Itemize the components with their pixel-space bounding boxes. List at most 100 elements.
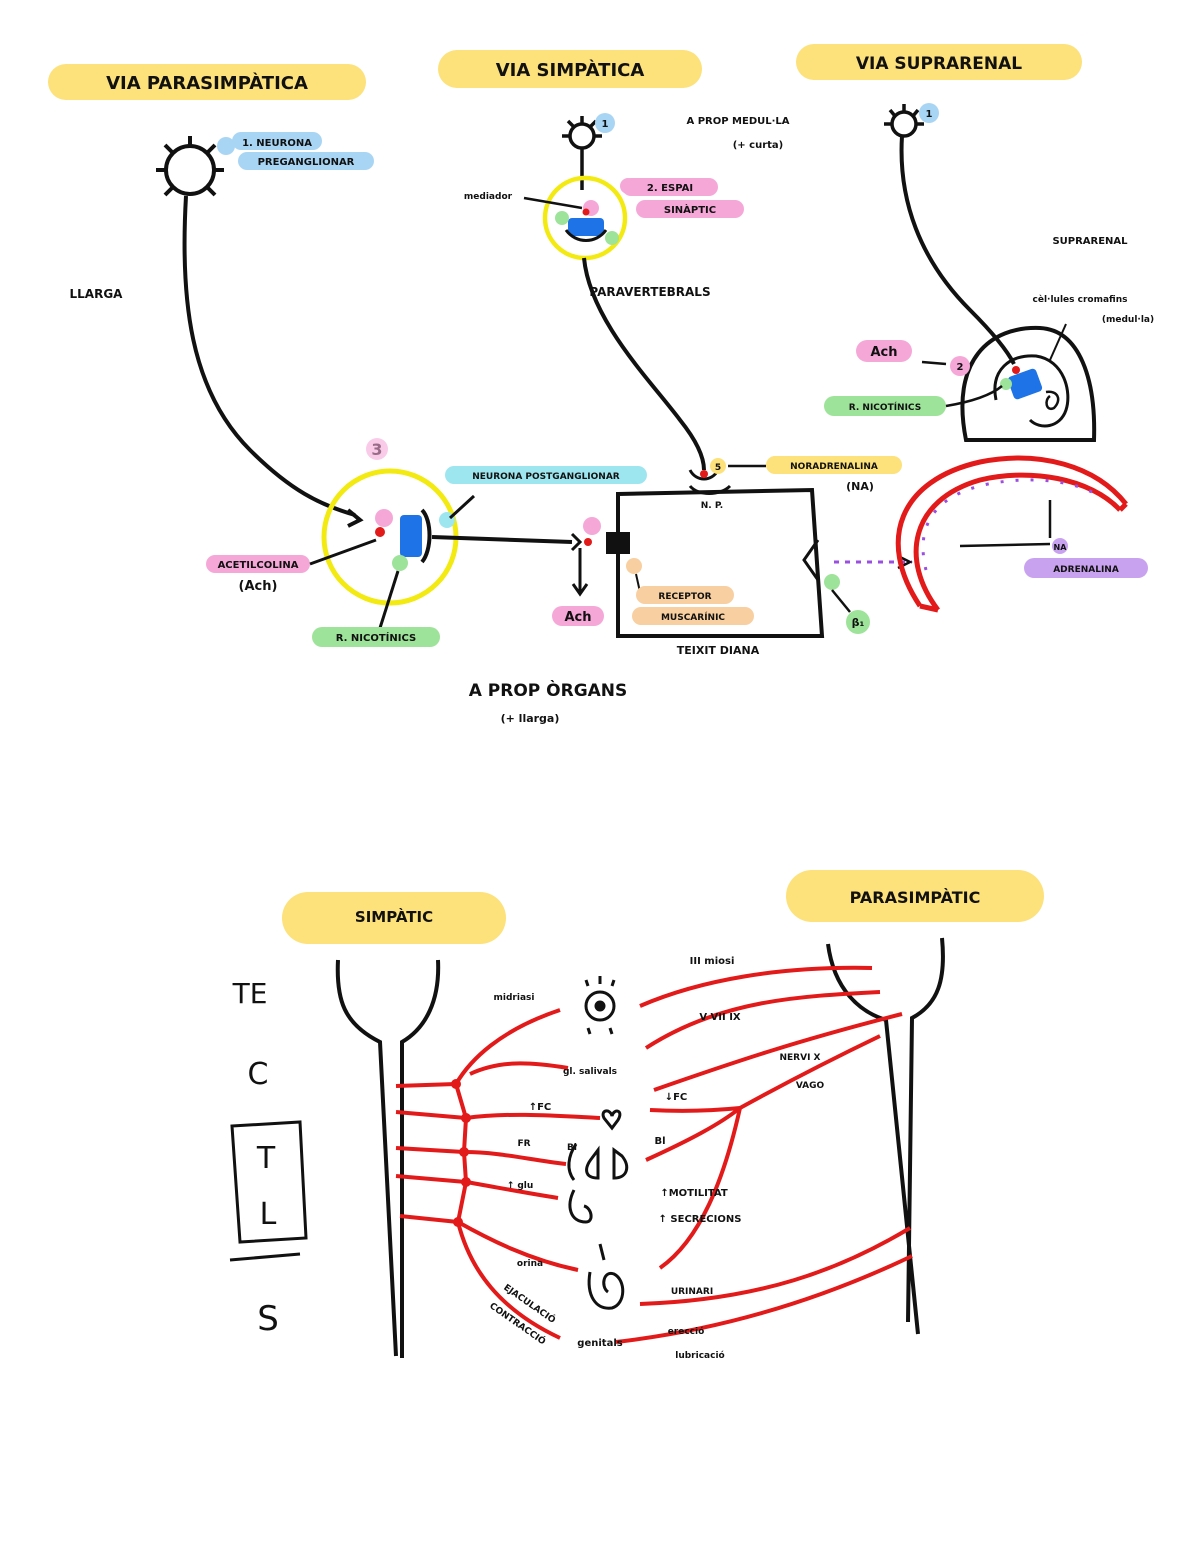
svg-text:NA: NA: [1054, 543, 1068, 552]
level-te: TE: [232, 977, 268, 1010]
label-fc-down: ↓FC: [665, 1092, 688, 1103]
svg-text:R. NICOTÍNICS: R. NICOTÍNICS: [849, 401, 921, 413]
svg-text:2: 2: [957, 362, 964, 373]
svg-text:Bl: Bl: [654, 1136, 665, 1147]
axon-suprarenal: [899, 135, 1016, 365]
label-np: N. P.: [701, 501, 723, 511]
label-noradrenalina: NORADRENALINA (NA): [728, 456, 902, 493]
label-beta1: β₁: [846, 610, 870, 634]
level-t: T: [256, 1141, 276, 1176]
spinal-cord-left: [335, 959, 441, 1358]
ganglion-sympathetic: [542, 175, 628, 261]
svg-text:SINÀPTIC: SINÀPTIC: [664, 203, 716, 216]
label-bl: Bl: [567, 1143, 577, 1153]
label-adrenalina: NA ADRENALINA: [959, 500, 1148, 578]
label-midriasi: midriasi: [494, 993, 535, 1003]
eye-icon: [584, 976, 616, 1035]
svg-text:ADRENALINA: ADRENALINA: [1053, 565, 1119, 575]
svg-text:2. ESPAI: 2. ESPAI: [647, 183, 693, 194]
svg-text:PREGANGLIONAR: PREGANGLIONAR: [258, 157, 355, 168]
svg-text:VAGO: VAGO: [796, 1081, 825, 1091]
heart-icon: [601, 1109, 622, 1131]
svg-text:MUSCARÍNIC: MUSCARÍNIC: [661, 611, 725, 623]
svg-text:(Ach): (Ach): [239, 579, 278, 594]
svg-text:5: 5: [715, 463, 721, 473]
label-nervi-x: NERVI X: [780, 1053, 821, 1063]
label-gl-salivals: gl. salivals: [563, 1067, 617, 1077]
label-prop-medula: A PROP MEDUL·LA: [686, 116, 789, 127]
label-vii-ix: V VII IX: [699, 1012, 741, 1023]
title-pill-parasimpatic: PARASIMPÀTIC: [786, 870, 1044, 922]
label-suprarenal: SUPRARENAL: [1052, 236, 1128, 247]
title-pill-parasimpatica: VIA PARASIMPÀTICA: [48, 64, 366, 100]
level-l: L: [260, 1197, 277, 1232]
label-motilitat: ↑MOTILITAT: [660, 1188, 727, 1199]
label-ach-suprarenal: Ach 2: [856, 340, 970, 376]
label-urinari: URINARI: [671, 1287, 713, 1297]
label-genitals: genitals: [577, 1338, 622, 1349]
title-simpatic: SIMPÀTIC: [355, 907, 433, 926]
svg-text:1: 1: [926, 109, 933, 120]
neuron-soma-parasympathetic: [156, 136, 224, 197]
label-paravertebrals: PARAVERTEBRALS: [589, 285, 710, 299]
ganglia-dots: [451, 1079, 471, 1227]
axon-postganglionic-short: [431, 535, 573, 544]
svg-text:(NA): (NA): [846, 480, 874, 493]
bracket-thoracolumbar: [230, 1120, 308, 1244]
label-fc-up: ↑FC: [529, 1102, 552, 1113]
svg-text:NEURONA POSTGANGLIONAR: NEURONA POSTGANGLIONAR: [472, 472, 620, 482]
title-pill-simpatica: VIA SIMPÀTICA: [438, 50, 702, 88]
axon-preganglionic-long: [182, 195, 356, 517]
label-cellules-cromafins: cèl·lules cromafins: [1033, 294, 1128, 305]
level-s: S: [257, 1299, 279, 1339]
level-c: C: [248, 1057, 269, 1092]
svg-text:ACETILCOLINA: ACETILCOLINA: [218, 560, 299, 571]
label-r-nicotinics: R. NICOTÍNICS: [312, 570, 440, 647]
label-ereccio: erecció: [668, 1326, 705, 1337]
label-lubricacio: lubricació: [675, 1350, 724, 1361]
target-tissue: [606, 487, 825, 638]
ganglion-parasympathetic: [321, 468, 459, 606]
svg-text:(+ llarga): (+ llarga): [501, 712, 560, 725]
label-fr: FR: [517, 1139, 530, 1149]
parasympathetic-nerves: [615, 965, 913, 1344]
label-teixit-diana: TEIXIT DIANA: [677, 644, 760, 657]
svg-text:Ach: Ach: [564, 610, 591, 625]
svg-text:(+ curta): (+ curta): [733, 140, 784, 151]
svg-text:β₁: β₁: [852, 616, 865, 629]
label-mediador: mediador: [464, 192, 583, 210]
title-via-simpatica: VIA SIMPÀTICA: [496, 59, 645, 81]
label-glucosa: ↑ glu: [507, 1181, 534, 1191]
intestine-icon: [587, 1243, 625, 1310]
svg-text:Ach: Ach: [870, 345, 897, 360]
stomach-icon: [568, 1189, 593, 1224]
label-ach-released: Ach: [552, 606, 604, 626]
title-via-suprarenal: VIA SUPRARENAL: [856, 54, 1022, 74]
svg-text:(medul·la): (medul·la): [1102, 315, 1154, 325]
svg-text:mediador: mediador: [464, 192, 513, 202]
receptor-nicotinic: [400, 515, 422, 557]
label-iii-miosi: III miosi: [690, 956, 735, 967]
svg-text:1. NEURONA: 1. NEURONA: [242, 138, 312, 149]
label-prop-organs: A PROP ÒRGANS: [469, 679, 628, 701]
title-via-parasimpatica: VIA PARASIMPÀTICA: [106, 72, 308, 94]
neuron-soma-suprarenal: [884, 104, 924, 138]
label-acetilcolina: ACETILCOLINA (Ach): [206, 538, 377, 594]
svg-text:NORADRENALINA: NORADRENALINA: [790, 462, 878, 472]
lungs-icon: [567, 1143, 629, 1181]
label-neurona-preganglionar: 1. NEURONA PREGANGLIONAR: [217, 132, 374, 170]
title-pill-suprarenal: VIA SUPRARENAL: [796, 44, 1082, 80]
label-secrecions: ↑ SECRECIONS: [659, 1214, 742, 1225]
blood-vessel: [895, 455, 1128, 613]
label-receptor-muscarinic: RECEPTOR MUSCARÍNIC: [632, 573, 754, 625]
axon-sympathetic-postganglionic: [582, 257, 706, 471]
title-parasimpatic: PARASIMPÀTIC: [850, 888, 981, 907]
label-neurona-postganglionar: NEURONA POSTGANGLIONAR: [445, 466, 647, 520]
adrenal-gland: [960, 325, 1097, 442]
label-r-nicotinics-suprarenal: R. NICOTÍNICS: [824, 385, 1003, 416]
svg-text:1: 1: [602, 119, 609, 130]
label-orina: orina: [517, 1259, 543, 1269]
spinal-cord-right: [826, 937, 945, 1335]
label-espai-sinaptic: 2. ESPAI SINÀPTIC: [620, 178, 744, 218]
